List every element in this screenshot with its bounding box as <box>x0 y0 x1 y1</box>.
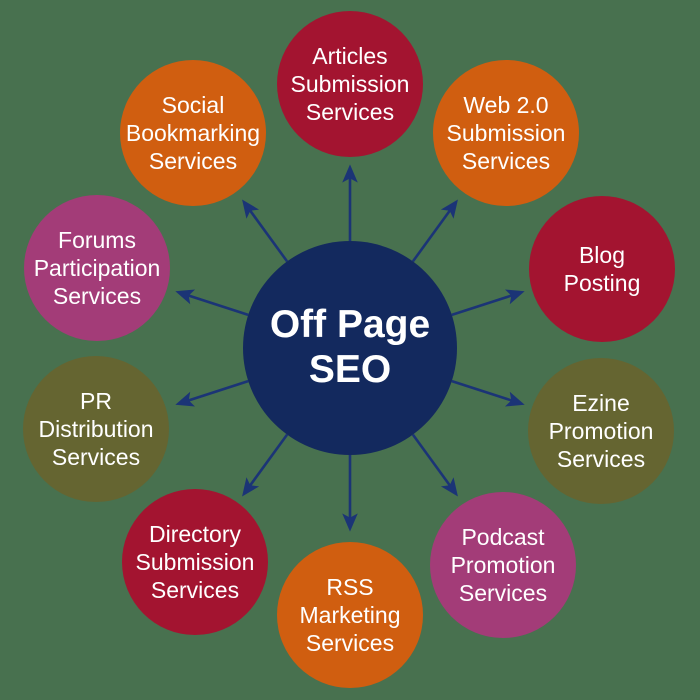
arrow-to-blog <box>451 289 525 317</box>
arrow-to-social <box>242 199 289 263</box>
node-web-20-submission-services: Web 2.0 Submission Services <box>433 60 579 206</box>
arrow-to-directory <box>242 433 289 497</box>
node-podcast-promotion-services: Podcast Promotion Services <box>430 492 576 638</box>
node-forums-participation-services: Forums Participation Services <box>24 195 170 341</box>
arrow-to-pr <box>175 379 249 407</box>
node-blog-posting: Blog Posting <box>529 196 675 342</box>
node-rss-marketing-services: RSS Marketing Services <box>277 542 423 688</box>
arrow-to-forums <box>175 289 249 317</box>
node-social-bookmarking-services: Social Bookmarking Services <box>120 60 266 206</box>
node-ezine-promotion-services: Ezine Promotion Services <box>528 358 674 504</box>
arrow-to-podcast <box>411 433 458 497</box>
arrow-to-ezine <box>451 379 525 407</box>
center-node-off-page-seo: Off Page SEO <box>243 241 457 455</box>
node-directory-submission-services: Directory Submission Services <box>122 489 268 635</box>
node-articles-submission-services: Articles Submission Services <box>277 11 423 157</box>
node-pr-distribution-services: PR Distribution Services <box>23 356 169 502</box>
arrow-to-web20 <box>411 199 458 263</box>
